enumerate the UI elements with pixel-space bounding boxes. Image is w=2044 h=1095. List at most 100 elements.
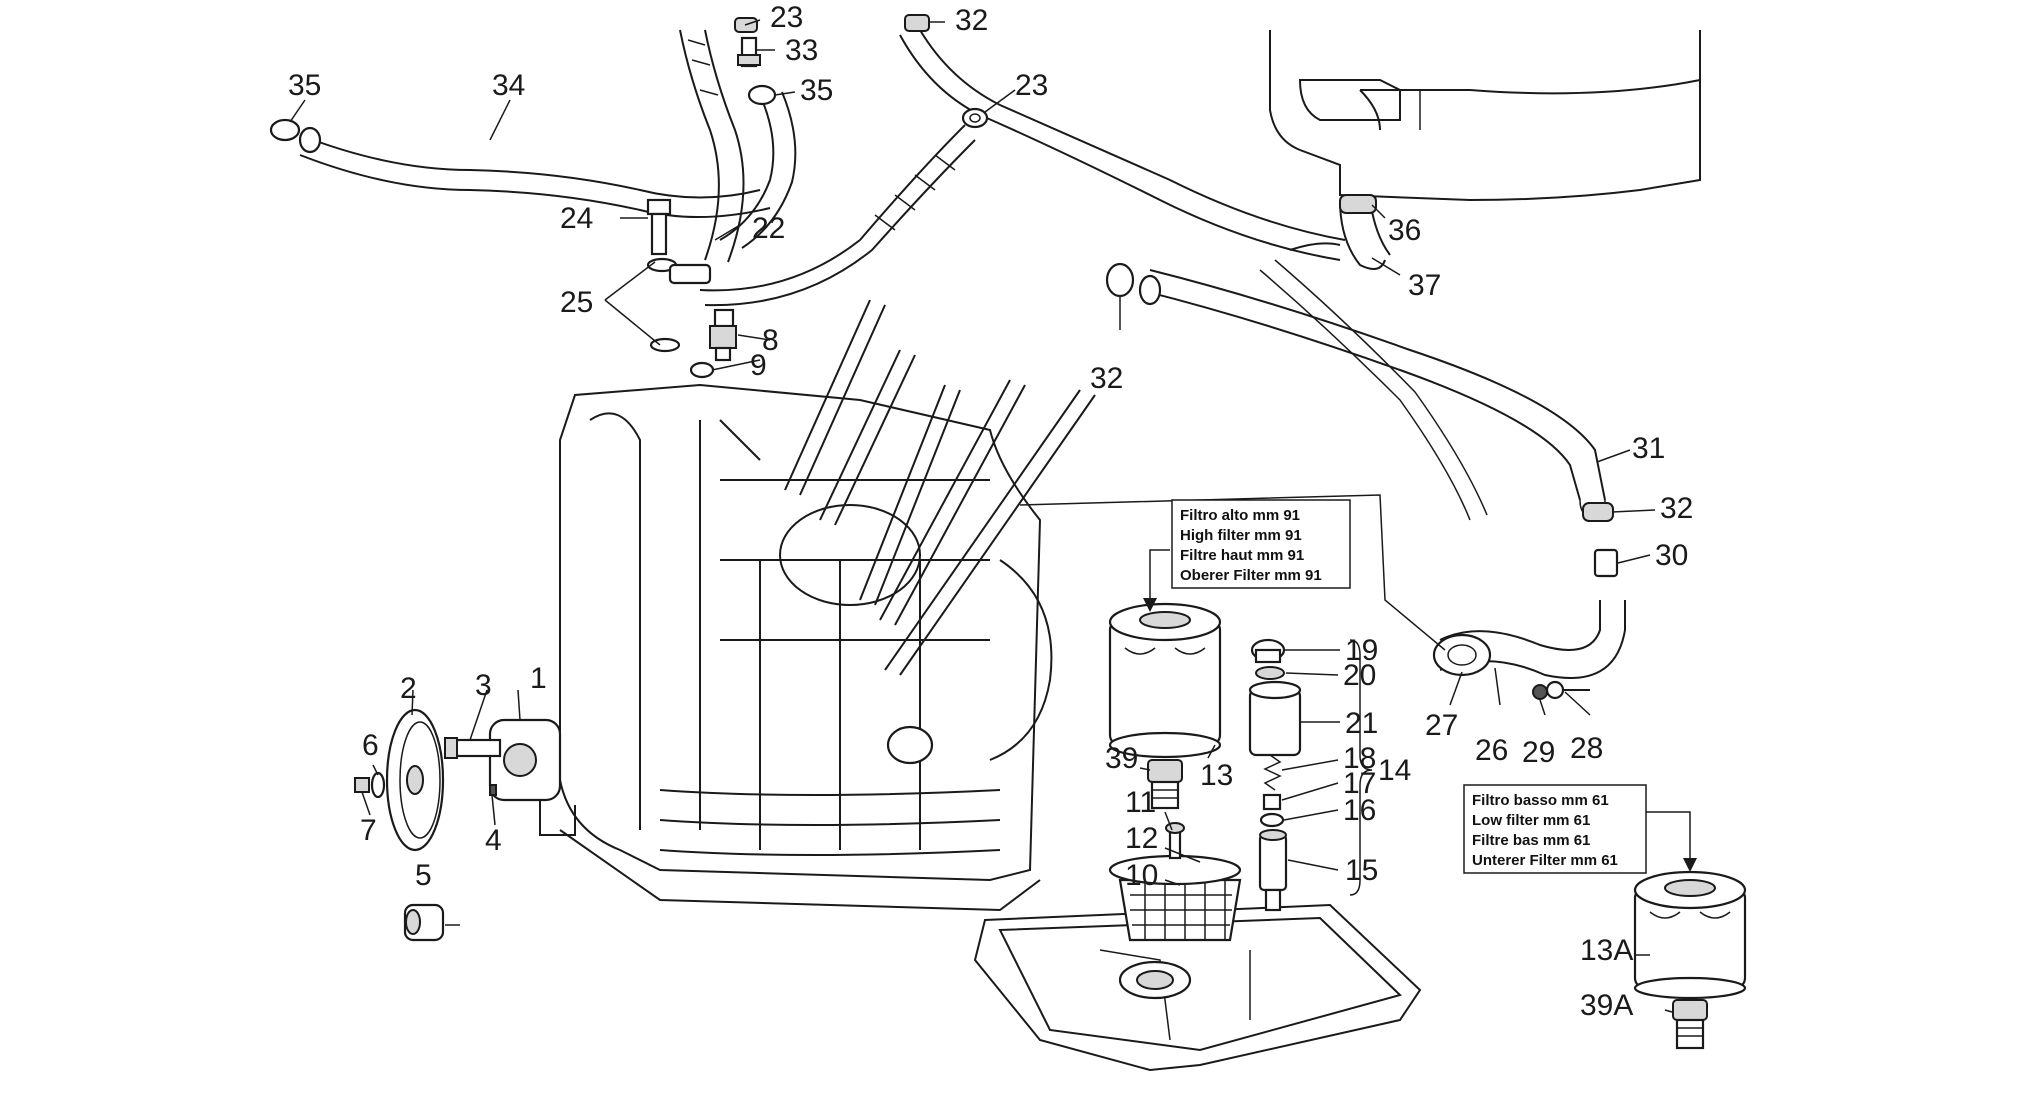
- breather-hose-23: [699, 124, 976, 307]
- union-fitting: [668, 263, 712, 285]
- part-labels: 35 34 23 33 35 32 23 24 22 25 8 9 32 36 …: [288, 1, 1693, 1022]
- label-30: 30: [1655, 539, 1688, 572]
- low-filter-line-4: Unterer Filter mm 61: [1472, 852, 1618, 869]
- label-2: 2: [400, 672, 417, 705]
- clamp-32-right: [1582, 502, 1614, 522]
- label-22: 22: [752, 212, 785, 245]
- washer-6: [370, 771, 386, 799]
- washer-20: [1255, 666, 1285, 680]
- spring-18: [1263, 754, 1282, 791]
- label-9: 9: [750, 349, 767, 382]
- label-29: 29: [1522, 736, 1555, 769]
- low-filter-line-3: Filtre bas mm 61: [1472, 832, 1590, 849]
- nut-7: [354, 777, 370, 793]
- label-23-mid: 23: [1015, 69, 1048, 102]
- label-37: 37: [1408, 269, 1441, 302]
- sprocket-2: [385, 708, 445, 852]
- label-32-mid: 32: [1090, 362, 1123, 395]
- label-3: 3: [475, 669, 492, 702]
- pump-body-1: [488, 718, 576, 836]
- label-5: 5: [415, 859, 432, 892]
- leader-lines: [289, 19, 1673, 1013]
- label-34: 34: [492, 69, 525, 102]
- label-28: 28: [1570, 732, 1603, 765]
- label-32-top: 32: [955, 4, 988, 37]
- label-31: 31: [1632, 432, 1665, 465]
- hose-31: [1139, 269, 1606, 516]
- label-39A: 39A: [1580, 989, 1633, 1022]
- clamp-32-top: [904, 14, 930, 32]
- hose-34: [299, 134, 771, 218]
- label-24: 24: [560, 202, 593, 235]
- crankcase: [559, 383, 1053, 912]
- clamp-35-left: [269, 118, 322, 154]
- label-32-right: 32: [1660, 492, 1693, 525]
- oil-filter-13A: [1633, 870, 1747, 1000]
- label-11: 11: [1125, 786, 1156, 819]
- bolt-28: [1545, 680, 1590, 700]
- label-21: 21: [1345, 707, 1378, 740]
- low-filter-line-1: Filtro basso mm 61: [1472, 792, 1609, 809]
- high-filter-line-3: Filtre haut mm 91: [1180, 547, 1304, 564]
- washer-23-mid: [961, 107, 989, 129]
- clamp-32-mid: [1105, 262, 1162, 306]
- washer-29: [1532, 684, 1548, 700]
- label-4: 4: [485, 824, 502, 857]
- label-27: 27: [1425, 709, 1458, 742]
- pressure-sensor-8: [709, 308, 737, 362]
- high-filter-box: Filtro alto mm 91 High filter mm 91 Filt…: [1143, 499, 1351, 612]
- label-13: 13: [1200, 759, 1233, 792]
- label-16: 16: [1343, 794, 1376, 827]
- label-14: 14: [1378, 754, 1411, 787]
- oil-filter-13: [1108, 602, 1222, 759]
- clamp-36: [1339, 194, 1377, 214]
- label-13A: 13A: [1580, 934, 1633, 967]
- label-20: 20: [1343, 659, 1376, 692]
- label-1: 1: [530, 662, 547, 695]
- label-33: 33: [785, 34, 818, 67]
- low-filter-line-2: Low filter mm 61: [1472, 812, 1590, 829]
- label-26: 26: [1475, 734, 1508, 767]
- label-6: 6: [362, 729, 379, 762]
- screw-11: [1165, 822, 1185, 860]
- banjo-bolt-24: [646, 198, 672, 256]
- low-filter-box: Filtro basso mm 61 Low filter mm 61 Filt…: [1463, 784, 1697, 874]
- filter-nipple-39: [1147, 759, 1183, 810]
- label-39: 39: [1105, 742, 1138, 775]
- high-filter-line-4: Oberer Filter mm 91: [1180, 567, 1322, 584]
- label-7: 7: [360, 814, 377, 847]
- label-10: 10: [1125, 859, 1158, 892]
- shaft-3: [444, 737, 502, 759]
- hose-main-diagonal: [899, 29, 1346, 261]
- fitting-30: [1593, 548, 1619, 578]
- high-filter-line-2: High filter mm 91: [1180, 527, 1302, 544]
- fitting-33: [737, 36, 761, 68]
- fuel-tank-outline: [1269, 30, 1701, 202]
- long-drain-line: [1259, 259, 1488, 521]
- label-8: 8: [762, 324, 779, 357]
- label-17: 17: [1343, 767, 1376, 800]
- label-25: 25: [560, 286, 593, 319]
- ring-16: [1259, 812, 1285, 828]
- oil-sump: [973, 903, 1422, 1072]
- valve-seat-15: [1258, 829, 1288, 912]
- clamp-35-right: [747, 84, 777, 106]
- label-35-right: 35: [800, 74, 833, 107]
- label-23-top: 23: [770, 1, 803, 34]
- high-filter-line-1: Filtro alto mm 91: [1180, 507, 1300, 524]
- label-35-left: 35: [288, 69, 321, 102]
- label-36: 36: [1388, 214, 1421, 247]
- key-4: [489, 784, 497, 796]
- label-18: 18: [1343, 742, 1376, 775]
- valve-cap-19: [1250, 638, 1286, 664]
- washer-9: [689, 361, 715, 379]
- filter-nipple-39A: [1672, 999, 1708, 1050]
- piston-17: [1262, 793, 1282, 811]
- label-15: 15: [1345, 854, 1378, 887]
- elbow-pipe-27: [1432, 600, 1626, 679]
- hose-22: [679, 29, 745, 263]
- cylinder-studs: [719, 299, 1096, 676]
- label-12: 12: [1125, 822, 1158, 855]
